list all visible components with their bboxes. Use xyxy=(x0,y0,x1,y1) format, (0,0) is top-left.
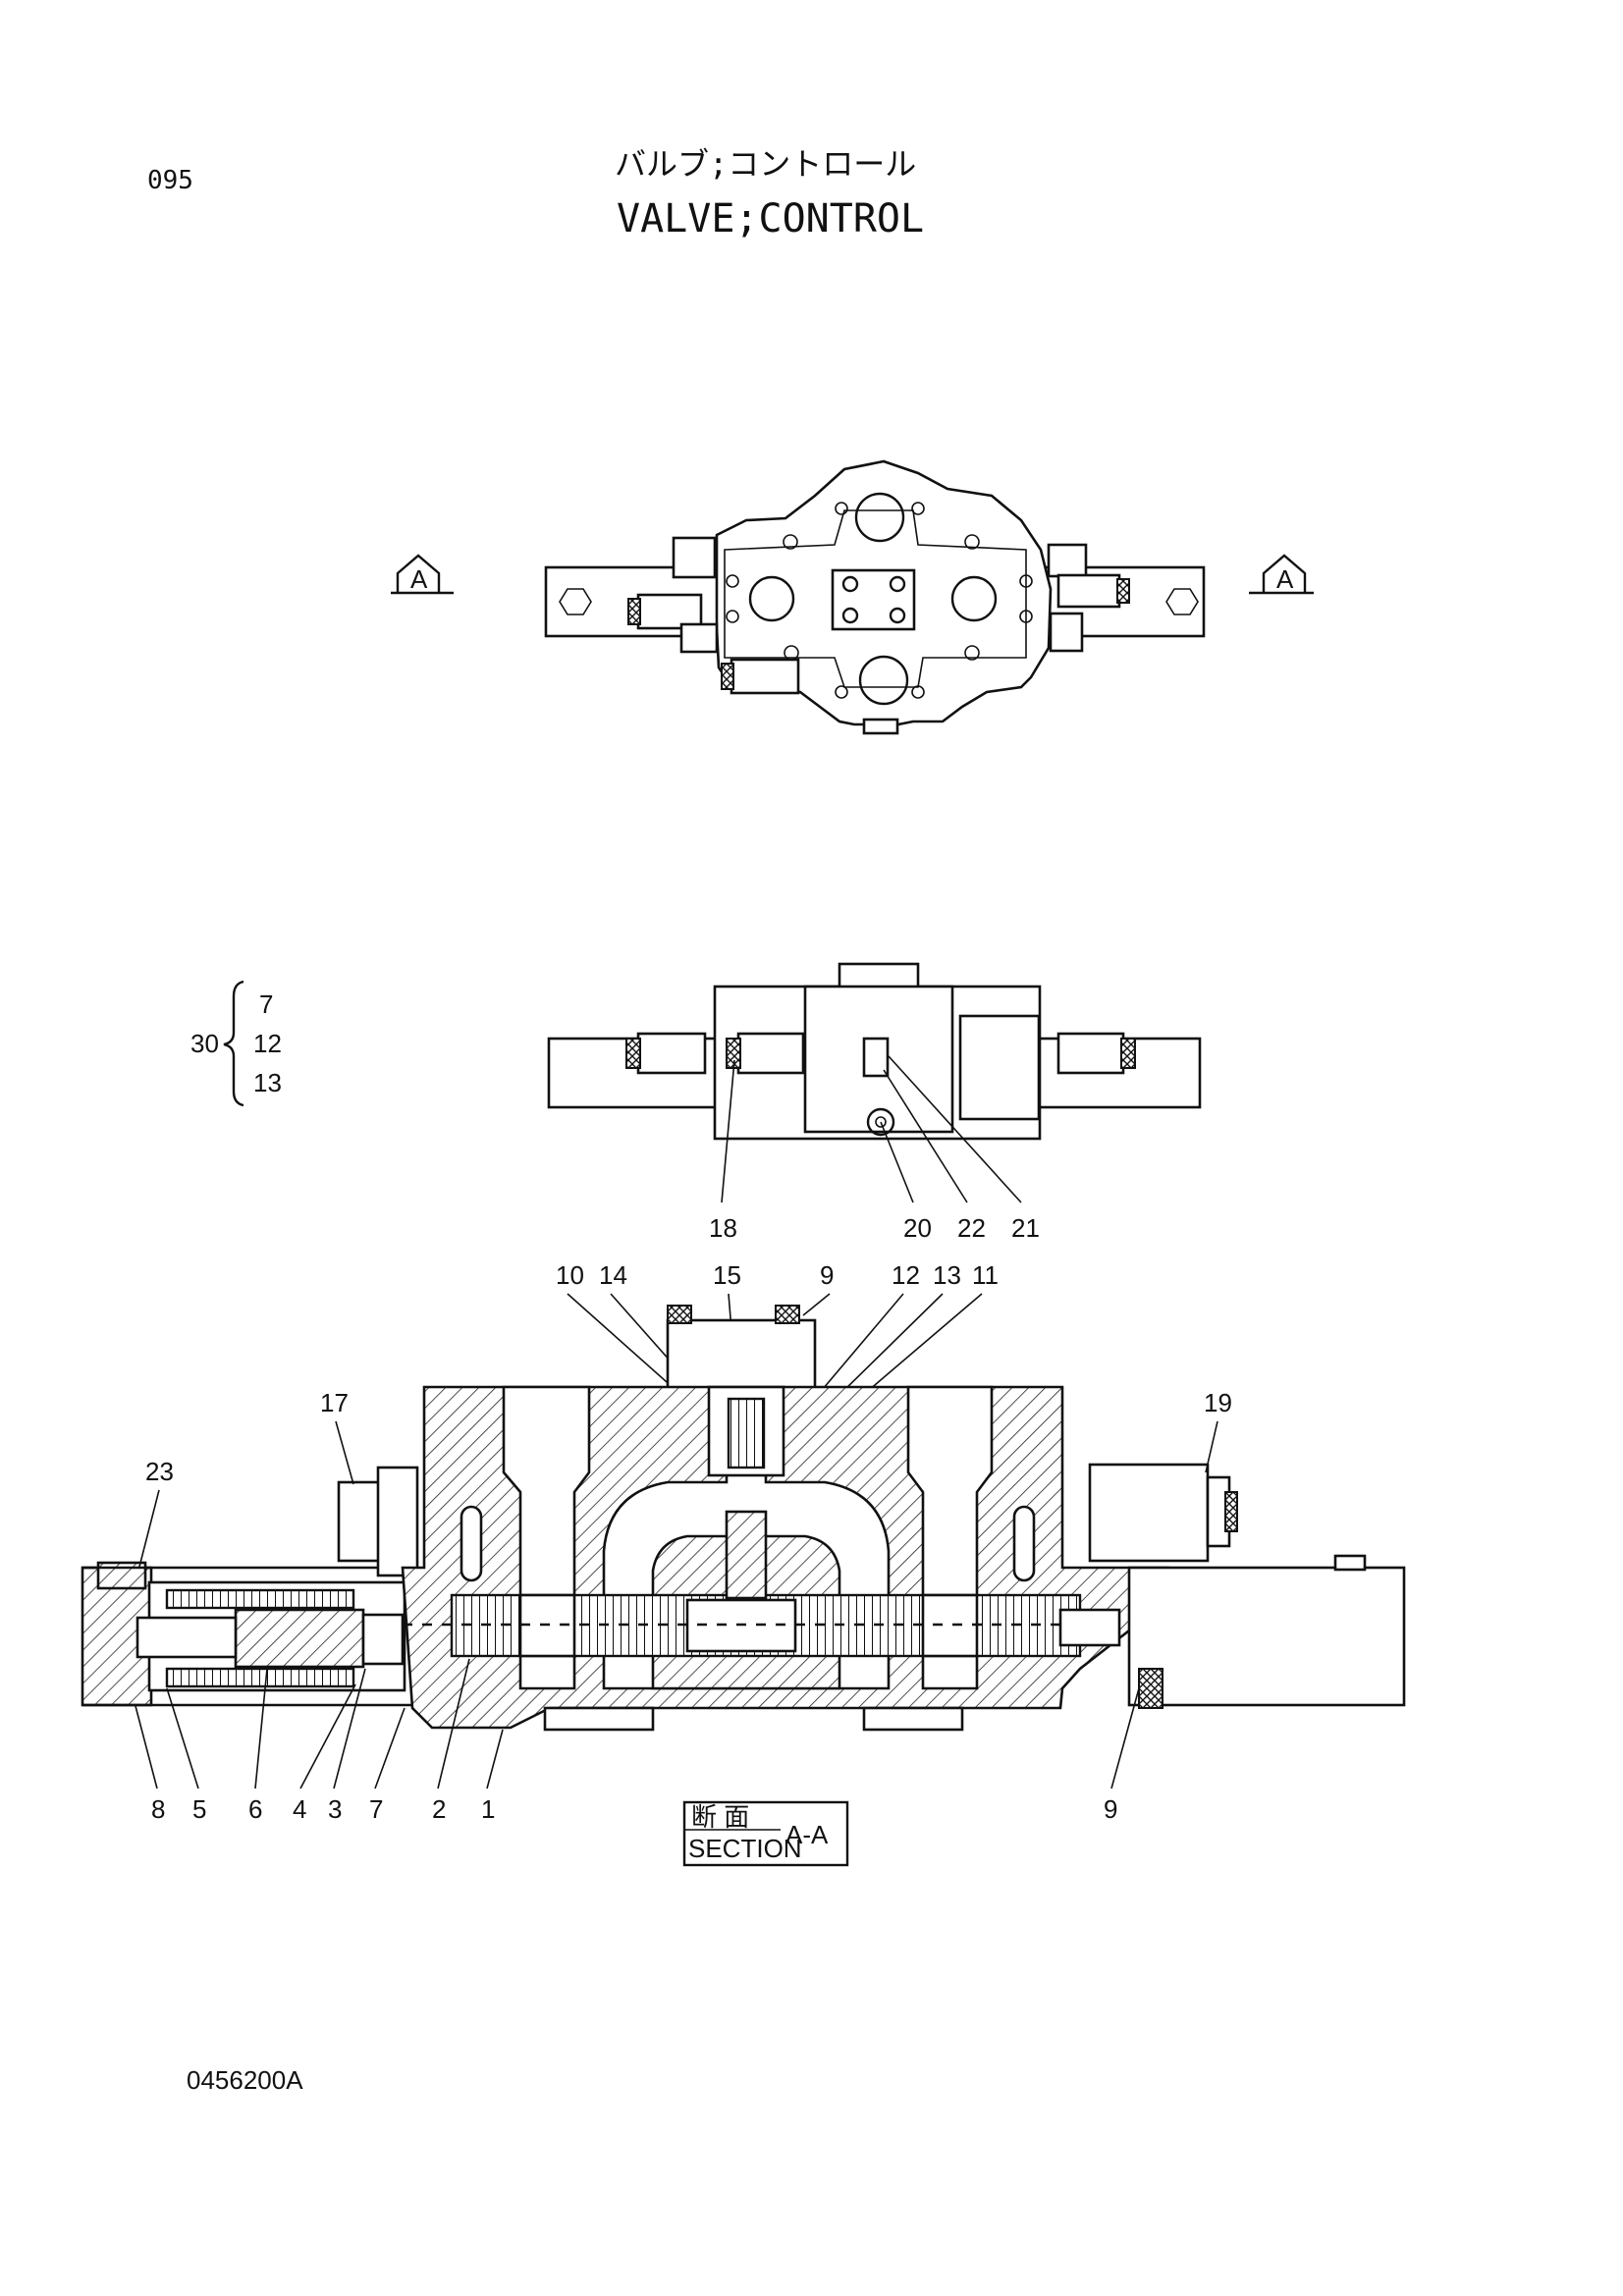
callout-9-bottom: 9 xyxy=(1104,1794,1117,1824)
callout-2: 2 xyxy=(432,1794,446,1824)
callout-14: 14 xyxy=(599,1260,627,1290)
kit-item-1: 7 xyxy=(259,989,273,1019)
page-code: 095 xyxy=(147,166,193,195)
callout-15: 15 xyxy=(713,1260,741,1290)
callout-23: 23 xyxy=(145,1457,174,1486)
callout-13: 13 xyxy=(933,1260,961,1290)
callout-6: 6 xyxy=(248,1794,262,1824)
callout-9-top: 9 xyxy=(820,1260,834,1290)
callout-22: 22 xyxy=(957,1213,986,1243)
section-label-jp: 断 面 xyxy=(691,1802,749,1832)
section-marker-right-label: A xyxy=(1276,564,1294,594)
callout-7-bottom: 7 xyxy=(369,1794,383,1824)
callout-11: 11 xyxy=(972,1260,999,1290)
section-marker-left-label: A xyxy=(410,564,428,594)
callout-1: 1 xyxy=(481,1794,495,1824)
section-label-en: SECTION xyxy=(688,1834,802,1863)
callout-3: 3 xyxy=(328,1794,342,1824)
section-label: 断 面 SECTION A-A xyxy=(682,1800,849,1867)
section-view: 10 14 15 9 12 13 11 xyxy=(81,1260,1406,1867)
section-marker-right: A xyxy=(1249,554,1314,595)
callout-20: 20 xyxy=(903,1213,932,1243)
kit-item-2: 12 xyxy=(253,1029,282,1058)
kit-number: 30 xyxy=(190,1029,219,1058)
callout-17: 17 xyxy=(320,1388,349,1417)
callout-19: 19 xyxy=(1204,1388,1232,1417)
callout-12: 12 xyxy=(892,1260,920,1290)
callout-21: 21 xyxy=(1011,1213,1040,1243)
callout-8: 8 xyxy=(151,1794,165,1824)
top-view: A A xyxy=(391,459,1314,735)
kit-30: 30 7 12 13 xyxy=(190,980,282,1107)
callout-10: 10 xyxy=(556,1260,584,1290)
section-marker-left: A xyxy=(391,554,454,595)
title-english: VALVE;CONTROL xyxy=(617,196,924,241)
side-view: 30 7 12 13 18 20 22 21 xyxy=(190,962,1202,1243)
section-id: A-A xyxy=(785,1820,829,1849)
callout-4: 4 xyxy=(293,1794,306,1824)
drawing-number: 0456200A xyxy=(187,2065,303,2095)
callout-5: 5 xyxy=(192,1794,206,1824)
title-japanese: バルブ;コントロール xyxy=(615,145,916,183)
header: 095 バルブ;コントロール VALVE;CONTROL xyxy=(147,145,924,241)
kit-item-3: 13 xyxy=(253,1068,282,1097)
callout-18: 18 xyxy=(709,1213,737,1243)
